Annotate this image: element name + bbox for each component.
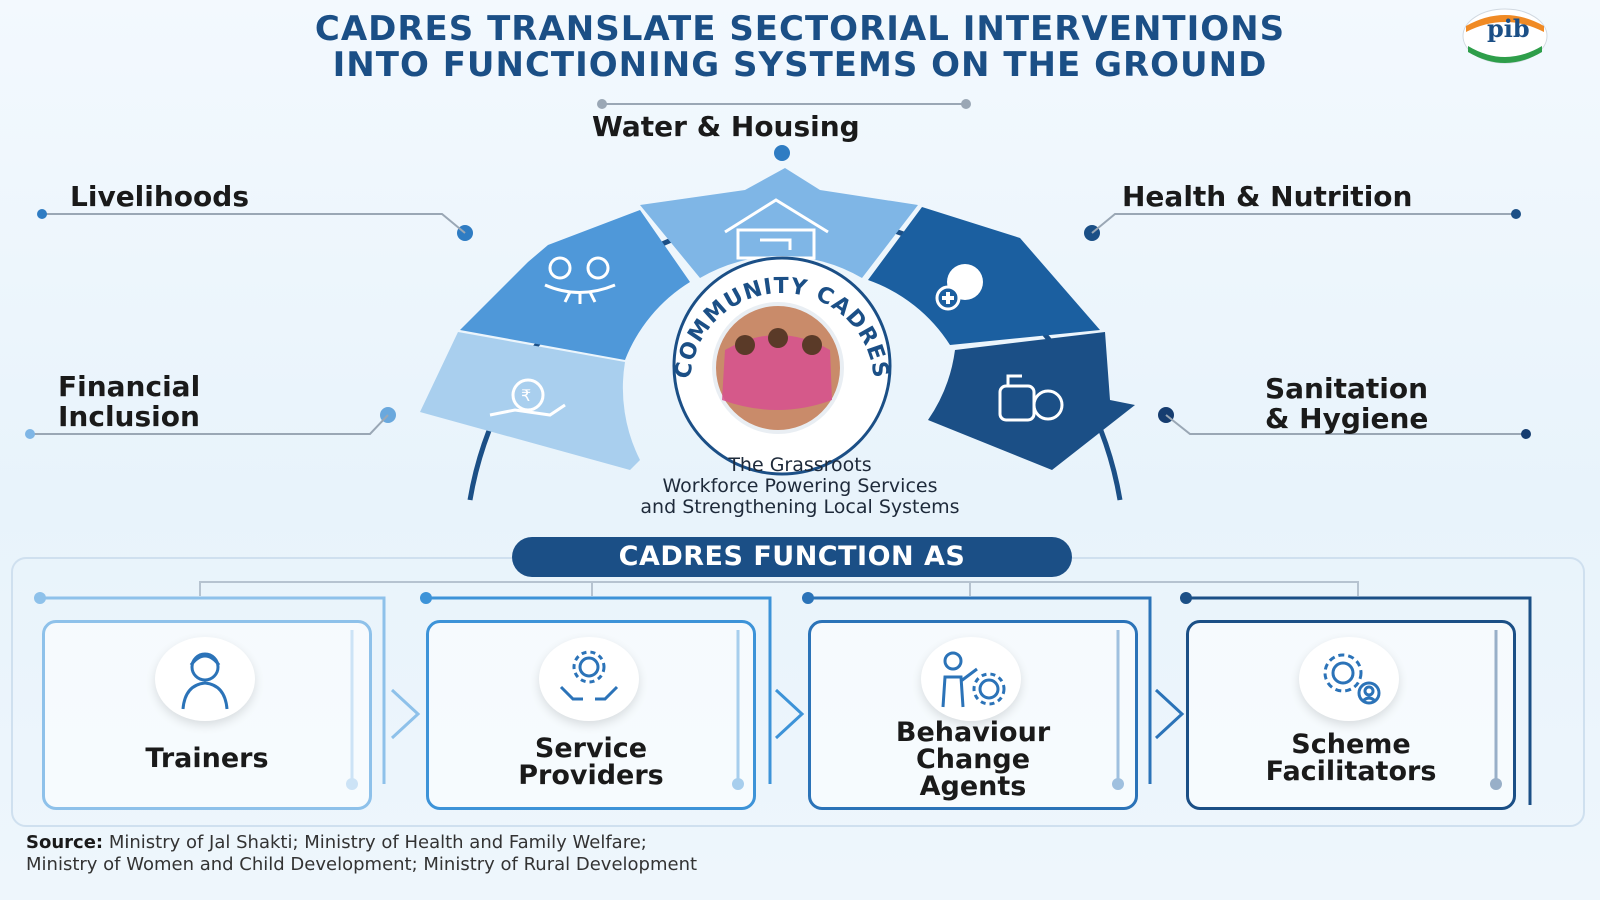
sector-label-water-housing: Water & Housing bbox=[592, 110, 860, 143]
function-card-label: Trainers bbox=[145, 743, 269, 774]
person-gear-icon bbox=[921, 637, 1021, 721]
function-card-label: Behaviour Change Agents bbox=[895, 717, 1051, 802]
pib-logo-text: pib bbox=[1487, 14, 1530, 43]
source-label: Source: bbox=[26, 832, 104, 853]
health-connector bbox=[1091, 213, 1516, 234]
segment-sanitation-hygiene bbox=[928, 332, 1135, 470]
sector-label-health-nutrition: Health & Nutrition bbox=[1122, 180, 1413, 213]
gears-person-icon bbox=[1299, 637, 1399, 721]
livelihoods-connector bbox=[42, 213, 466, 234]
function-card-label: Service Providers bbox=[518, 733, 664, 791]
segment-health-nutrition bbox=[868, 207, 1100, 345]
pib-logo-icon bbox=[1462, 8, 1548, 64]
source-note: Source: Ministry of Jal Shakti; Ministry… bbox=[26, 832, 1226, 876]
function-card: Scheme Facilitators bbox=[1186, 620, 1516, 810]
trainer-icon bbox=[155, 637, 255, 721]
segment-water-housing bbox=[640, 168, 918, 278]
soap-sanitizer-icon bbox=[998, 374, 1064, 422]
source-text: Ministry of Jal Shakti; Ministry of Heal… bbox=[26, 832, 698, 875]
segment-financial-inclusion bbox=[420, 332, 640, 470]
arc-node-top bbox=[774, 145, 790, 161]
title-line-2: INTO FUNCTIONING SYSTEMS ON THE GROUND bbox=[332, 45, 1268, 85]
segment-livelihoods bbox=[460, 210, 690, 360]
functions-header: CADRES FUNCTION AS bbox=[512, 537, 1072, 577]
function-card-label: Scheme Facilitators bbox=[1265, 729, 1437, 787]
service-hands-gear-icon bbox=[539, 637, 639, 721]
function-card: Service Providers bbox=[426, 620, 756, 810]
function-card: Behaviour Change Agents bbox=[808, 620, 1138, 810]
sanitation-connector bbox=[1165, 414, 1526, 435]
svg-text:₹: ₹ bbox=[521, 386, 531, 405]
sector-label-livelihoods: Livelihoods bbox=[70, 180, 249, 213]
sector-label-financial-inclusion: Financial Inclusion bbox=[58, 370, 201, 433]
financial-connector bbox=[30, 414, 389, 435]
apple-plus-icon bbox=[935, 264, 983, 311]
center-caption: The Grassroots Workforce Powering Servic… bbox=[640, 454, 960, 518]
livelihood-hands-icon bbox=[544, 256, 616, 304]
money-hand-icon: ₹ bbox=[489, 378, 566, 417]
sector-label-sanitation-hygiene: Sanitation & Hygiene bbox=[1265, 372, 1429, 435]
function-card: Trainers bbox=[42, 620, 372, 810]
sector-wheel-diagram: ₹ COMMUNITY CADRES bbox=[25, 99, 1531, 501]
title-line-1: CADRES TRANSLATE SECTORIAL INTERVENTIONS bbox=[314, 9, 1286, 49]
